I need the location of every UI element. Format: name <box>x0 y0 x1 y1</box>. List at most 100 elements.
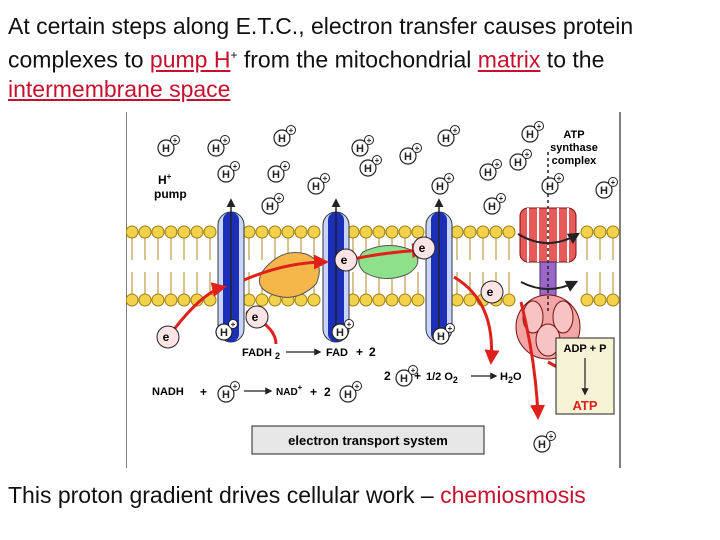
lipid-head <box>373 226 385 238</box>
slide-title: At certain steps along E.T.C., electron … <box>8 12 713 104</box>
lipid-head <box>204 226 216 238</box>
h-plus-ion <box>432 174 454 195</box>
lipid-head <box>139 294 151 306</box>
h-plus-ion <box>510 150 532 171</box>
lipid-head <box>451 294 463 306</box>
h-plus-ion <box>268 162 290 183</box>
electron-2: e <box>246 306 268 328</box>
lipid-head <box>256 226 268 238</box>
h-plus-ion <box>360 156 382 177</box>
h-plus-ion <box>208 136 230 157</box>
electron-label: e <box>163 330 170 344</box>
electron-label: e <box>341 253 348 267</box>
lipid-head <box>399 226 411 238</box>
lipid-head <box>386 294 398 306</box>
h-plus-ion <box>218 382 240 403</box>
lipid-head <box>594 294 606 306</box>
lipid-head <box>126 226 138 238</box>
lipid-head <box>412 294 424 306</box>
lipid-head <box>581 294 593 306</box>
lipid-head <box>412 226 424 238</box>
electron-transport-diagram: H + <box>126 112 622 468</box>
atp-synthase-label-1: ATP <box>563 129 584 141</box>
electron-1: e <box>157 326 179 348</box>
atp-synthase-label-3: complex <box>552 155 598 167</box>
title-text-2: from the mitochondrial <box>237 47 477 73</box>
h-plus-ion <box>262 194 284 215</box>
h-plus-ion <box>596 178 618 199</box>
lipid-head <box>503 294 515 306</box>
lipid-head <box>360 294 372 306</box>
h-plus-ion <box>308 174 330 195</box>
h-plus-ion <box>158 136 180 157</box>
lipid-head <box>594 226 606 238</box>
h-plus-ion <box>484 194 506 215</box>
lipid-head <box>308 226 320 238</box>
lipid-head <box>308 294 320 306</box>
nad-label: NAD+ <box>276 383 303 398</box>
caption-chemiosmosis: chemiosmosis <box>440 482 586 508</box>
slide-caption: This proton gradient drives cellular wor… <box>8 482 586 509</box>
h-plus-ion <box>400 144 422 165</box>
plus-sign: + <box>200 385 207 399</box>
nadh-label: NADH <box>152 386 184 398</box>
lipid-head <box>243 294 255 306</box>
h-plus-ion <box>218 162 240 183</box>
electron-label: e <box>419 241 426 255</box>
adp-label: ADP + P <box>564 343 607 355</box>
lipid-head <box>126 294 138 306</box>
h-plus-ion <box>340 382 362 403</box>
ubiquinone-shape <box>259 252 319 297</box>
lipid-head <box>503 226 515 238</box>
title-text-3: to the <box>540 47 604 73</box>
lipid-head <box>152 294 164 306</box>
lipid-head <box>386 226 398 238</box>
lipid-head <box>165 294 177 306</box>
lipid-head <box>178 226 190 238</box>
title-matrix: matrix <box>478 47 541 73</box>
lipid-head <box>152 226 164 238</box>
h-plus-ion <box>542 174 564 195</box>
plus-sign: + <box>356 345 363 359</box>
lipid-head <box>191 226 203 238</box>
caption-text: This proton gradient drives cellular wor… <box>8 482 440 508</box>
lipid-head <box>477 226 489 238</box>
electron-5: e <box>481 281 503 303</box>
fad-label: FAD <box>326 347 348 359</box>
atp-synthase-label-2: synthase <box>550 142 598 154</box>
diagram-svg: H + <box>126 112 622 468</box>
lipid-head <box>269 226 281 238</box>
coefficient: 2 <box>369 345 376 359</box>
lipid-head <box>490 226 502 238</box>
h-plus-ion <box>480 160 502 181</box>
lipid-head <box>360 226 372 238</box>
lipid-head <box>139 226 151 238</box>
title-intermembrane-space: intermembrane space <box>8 76 230 102</box>
lipid-head <box>607 294 619 306</box>
h-plus-ion <box>274 126 296 147</box>
electron-4: e <box>413 237 435 259</box>
coefficient: 2 <box>324 385 331 399</box>
electron-label: e <box>252 310 259 324</box>
lipid-head <box>243 226 255 238</box>
half-o2-label: 1/2 O2 <box>426 371 458 385</box>
lipid-head <box>256 294 268 306</box>
lipid-head <box>178 294 190 306</box>
electron-3: e <box>335 249 357 271</box>
electron-label: e <box>487 285 494 299</box>
h2o-label: H2O <box>500 371 522 385</box>
lipid-head <box>373 294 385 306</box>
lipid-head <box>295 226 307 238</box>
lipid-head <box>399 294 411 306</box>
h-plus-ion <box>438 126 460 147</box>
lipid-head <box>282 226 294 238</box>
lipid-head <box>607 226 619 238</box>
plus-sign: + <box>310 385 317 399</box>
lipid-head <box>451 226 463 238</box>
lipid-head <box>464 226 476 238</box>
lipid-head <box>165 226 177 238</box>
h-plus-ion <box>352 136 374 157</box>
title-pump-h: pump H <box>150 47 231 73</box>
atp-label: ATP <box>572 398 597 413</box>
